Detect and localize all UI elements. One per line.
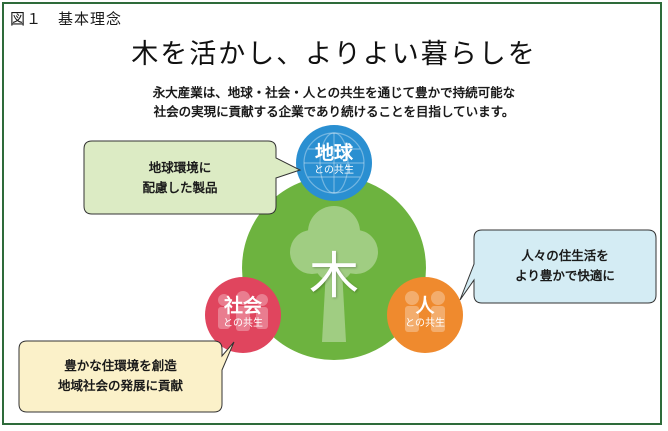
earth-label: 地球 との共生 (296, 142, 372, 177)
earth-subtitle: との共生 (314, 165, 354, 176)
description-line-1: 永大産業は、地球・社会・人との共生を通じて豊かで持続可能な (152, 85, 516, 100)
callout-earth-line-1: 地球環境に (148, 160, 212, 175)
society-circle (205, 277, 281, 353)
figure-label: 図１ 基本理念 (10, 10, 123, 28)
society-title: 社会 (223, 295, 262, 317)
callout-society-line-1: 豊かな住環境を創造 (64, 358, 177, 373)
center-circle (242, 176, 426, 360)
callout-earth (83, 140, 302, 215)
group-people-icon (218, 291, 268, 331)
main-title: 木を活かし、よりよい暮らしを (131, 39, 537, 70)
callout-earth-text: 地球環境に 配慮した製品 (84, 158, 276, 198)
earth-circle (296, 125, 372, 201)
callout-people (459, 229, 657, 304)
globe-icon (303, 132, 365, 194)
people-circle (387, 277, 463, 353)
earth-title: 地球 (314, 142, 353, 164)
callout-people-text: 人々の住生活を より豊かで快適に (474, 246, 656, 286)
person-icon (405, 291, 445, 332)
callout-people-line-1: 人々の住生活を (521, 248, 609, 263)
tree-icon (290, 206, 378, 342)
figure-frame (2, 2, 662, 425)
callout-people-line-2: より豊かで快適に (515, 268, 615, 283)
people-label: 人 との共生 (387, 295, 463, 330)
society-label: 社会 との共生 (205, 295, 281, 330)
callout-society (18, 340, 235, 413)
callout-society-text: 豊かな住環境を創造 地域社会の発展に貢献 (19, 356, 222, 396)
description-line-2: 社会の実現に貢献する企業であり続けることを目指しています。 (153, 104, 515, 119)
center-label: 木 (309, 247, 359, 305)
callout-earth-line-2: 配慮した製品 (142, 180, 218, 195)
people-title: 人 (415, 295, 435, 317)
people-subtitle: との共生 (405, 318, 445, 329)
callout-society-line-2: 地域社会の発展に貢献 (57, 378, 183, 393)
society-subtitle: との共生 (223, 318, 263, 329)
